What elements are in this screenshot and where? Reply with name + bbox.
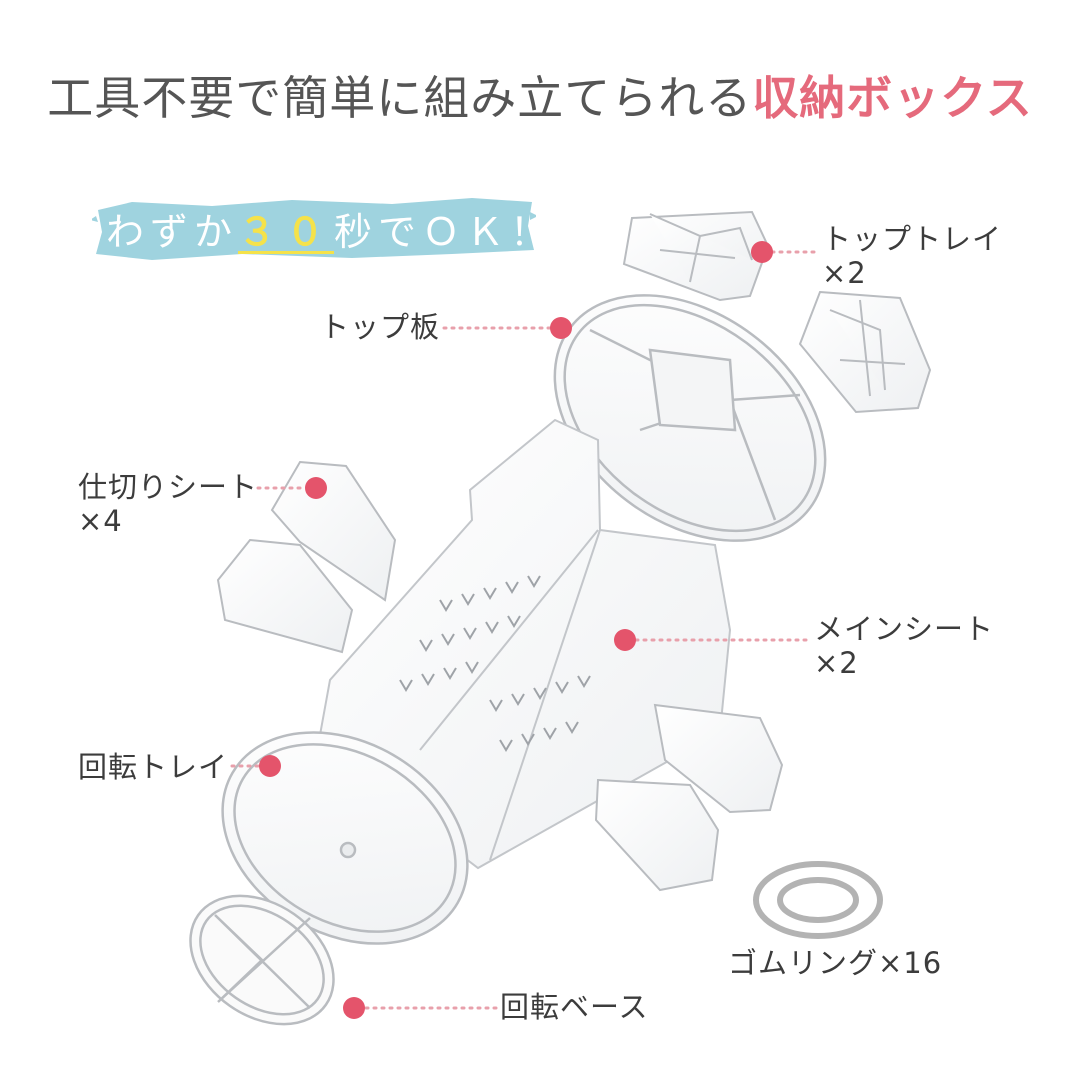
label-divider-sheet-qty: ×4 [78,504,123,538]
label-main-sheet-qty: ×2 [814,646,859,680]
label-top-tray: トップトレイ ×2 [822,222,1002,290]
divider-sheets-left [216,460,397,654]
badge-suffix: 秒でＯＫ！ [334,210,555,254]
label-main-sheet-text: メインシート [814,612,995,646]
marker-dots [259,241,773,1019]
badge-brush-shape [92,198,536,260]
headline-accent: 収納ボックス [752,71,1033,125]
label-top-tray-qty: ×2 [822,256,867,290]
label-divider-sheet-text: 仕切りシート [78,470,259,504]
label-top-plate: トップ板 [320,310,441,344]
main-sheets [316,418,732,870]
label-rotating-base: 回転ベース [500,990,649,1024]
dot-divider-sheet [305,477,327,499]
headline: 工具不要で簡単に組み立てられる収納ボックス [0,62,1080,128]
leader-lines [230,250,820,1010]
dot-rotating-tray [259,755,281,777]
time-badge: わずか３０秒でＯＫ！ [92,192,548,264]
rotating-base [189,894,335,1026]
dot-main-sheet [614,629,636,651]
top-tray-upper [622,210,770,302]
badge-prefix: わずか [106,210,239,254]
label-rubber-ring: ゴムリング×16 [728,946,943,980]
badge-number: ３０ [238,210,335,254]
dot-top-tray [751,241,773,263]
label-rotating-tray: 回転トレイ [78,750,229,784]
top-plate [553,294,827,542]
dot-top-plate [550,317,572,339]
label-main-sheet: メインシート ×2 [814,612,994,680]
dot-rotating-base [343,997,365,1019]
divider-sheets-right [594,703,784,892]
rubber-rings [753,861,883,939]
headline-main: 工具不要で簡単に組み立てられる [47,71,753,125]
label-top-tray-text: トップトレイ [822,222,1003,256]
label-divider-sheet: 仕切りシート ×4 [78,470,258,538]
top-tray-lower [798,290,932,414]
